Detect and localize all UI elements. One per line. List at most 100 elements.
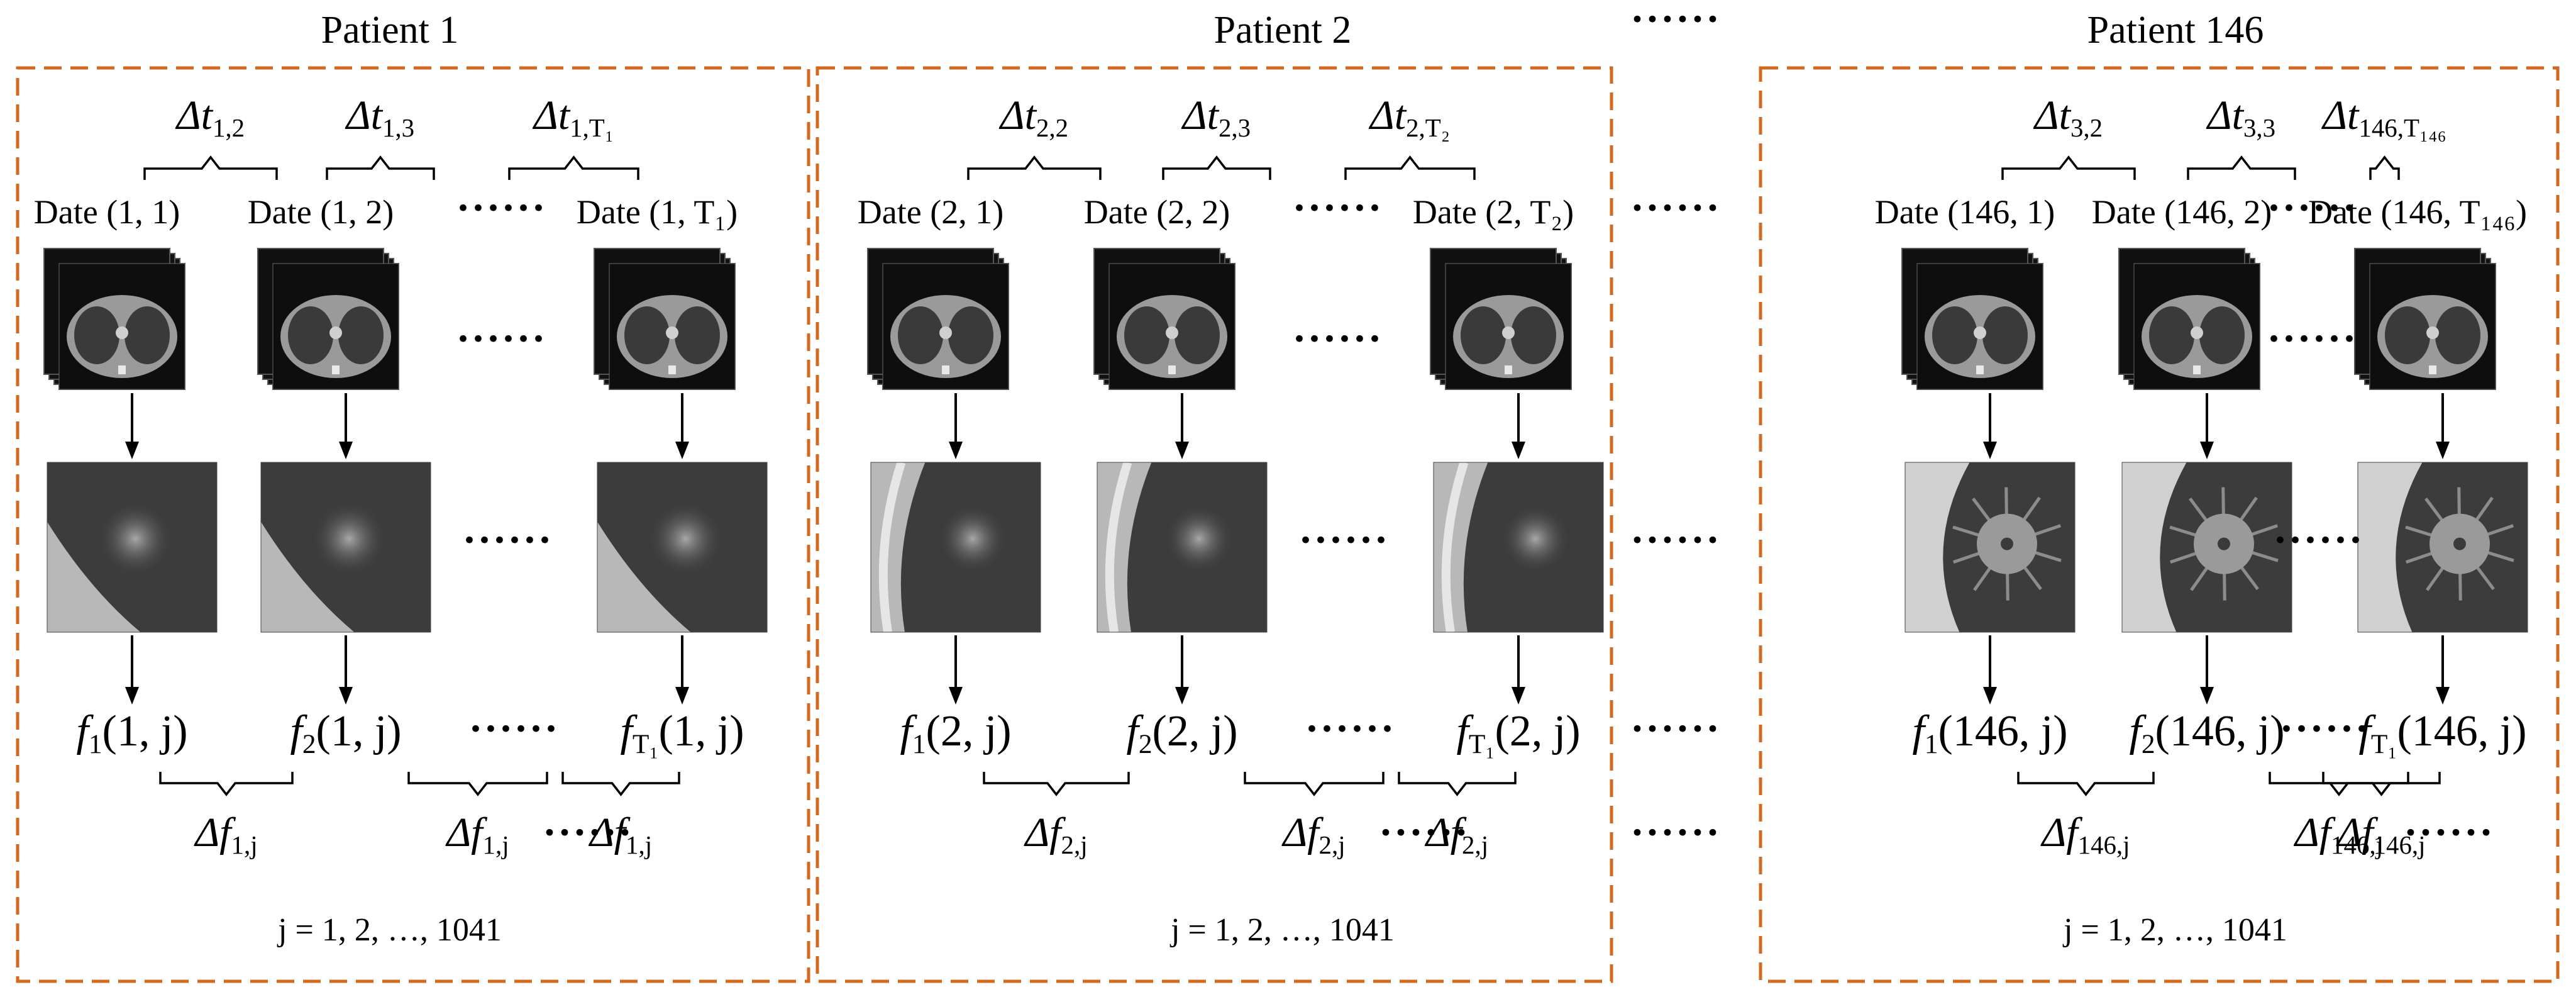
- delta-f-brace: [1244, 772, 1385, 796]
- arrow-down: [1983, 635, 1997, 705]
- lesion-border: [47, 462, 218, 633]
- arrow-down: [1983, 393, 1997, 459]
- delta-f-label: Δf2,j: [1424, 810, 1488, 859]
- arrow-head: [1175, 687, 1189, 705]
- feature-label: f1(1, j): [76, 707, 187, 759]
- ct-scan-stack: [1430, 248, 1572, 390]
- feature-label: f2(1, j): [290, 707, 401, 759]
- ct-left-lung: [1124, 306, 1169, 364]
- ct-right-lung: [1511, 306, 1556, 364]
- ct-scan-stack: [1901, 248, 2043, 390]
- ct-spine: [332, 365, 340, 374]
- chest-wall: [261, 521, 355, 632]
- lesion-border: [870, 462, 1041, 633]
- ct-spine: [1168, 365, 1176, 374]
- arrow-down: [339, 393, 353, 459]
- patient-title: Patient 2: [1214, 9, 1352, 52]
- ct-right-lung: [675, 306, 720, 364]
- arrow-head: [339, 442, 353, 459]
- arrow-down: [949, 393, 963, 459]
- delta-f-label: Δf2,j: [1023, 810, 1087, 859]
- patient-title: Patient 146: [2087, 9, 2264, 52]
- ellipsis-dots: ······: [462, 517, 553, 563]
- ct-left-lung: [2385, 306, 2430, 364]
- patient-ellipsis-dots: ······: [1630, 0, 1721, 42]
- rib: [878, 462, 906, 632]
- lesion-patch: [1433, 462, 1604, 633]
- nodule: [648, 501, 724, 577]
- delta-t-brace: [1162, 155, 1271, 180]
- arrow-head: [1983, 687, 1997, 705]
- delta-t-brace: [2001, 155, 2136, 180]
- ct-left-lung: [1461, 306, 1506, 364]
- delta-t-label: Δt146,T₁₄₆: [2321, 92, 2446, 142]
- arrow-head: [1175, 442, 1189, 459]
- arrow-head: [339, 687, 353, 705]
- delta-t-brace: [2187, 155, 2296, 180]
- lesion-border: [1433, 462, 1604, 633]
- ct-left-lung: [288, 306, 333, 364]
- date-label: Date (2, 1): [858, 193, 1003, 231]
- delta-f-label: Δf1,j: [193, 810, 257, 859]
- patient-ellipsis-dots: ······: [1630, 810, 1721, 855]
- ellipsis-dots: ······: [543, 810, 633, 855]
- date-label: Date (146, 1): [1875, 193, 2055, 231]
- nodule: [311, 501, 387, 577]
- nodule: [1164, 504, 1234, 574]
- patient-ellipsis-dots: ······: [1630, 517, 1721, 563]
- lesion-patch: [1097, 462, 1268, 633]
- lesion-border: [597, 462, 768, 633]
- arrow-head: [2200, 687, 2214, 705]
- delta-f-brace: [561, 772, 680, 796]
- ct-scan-stack: [594, 248, 736, 390]
- lesion-content: [1097, 462, 1267, 632]
- delta-f-label: Δf146,j: [2293, 810, 2383, 859]
- arrow-head: [949, 687, 963, 705]
- ct-mediastinum: [2426, 326, 2439, 339]
- rib: [1441, 462, 1469, 632]
- date-label: Date (1, 1): [34, 193, 180, 231]
- delta-t-label: Δt3,3: [2206, 92, 2275, 142]
- arrow-down: [675, 635, 689, 705]
- ellipsis-dots: ······: [2267, 185, 2357, 231]
- chest-wall: [47, 521, 141, 632]
- ct-spine: [668, 365, 676, 374]
- ellipsis-dots: ······: [456, 185, 546, 231]
- chest-wall: [1905, 462, 1970, 632]
- delta-f-brace: [1398, 772, 1517, 796]
- arrow-head: [675, 442, 689, 459]
- delta-t-label: Δt2,3: [1181, 92, 1251, 142]
- ellipsis-dots: ······: [456, 316, 546, 362]
- ct-scan-stack: [43, 248, 185, 390]
- date-label: Date (1, 2): [248, 193, 394, 231]
- delta-t-label: Δt1,T₁: [532, 92, 614, 142]
- patient-frame: [1759, 66, 2560, 983]
- ct-left-lung: [624, 306, 670, 364]
- delta-t-brace: [1344, 155, 1476, 180]
- ct-scan-stack: [867, 248, 1009, 390]
- date-label: Date (146, T₁₄₆): [2308, 193, 2527, 231]
- lesion-patch: [260, 462, 431, 633]
- lesion-content: [2358, 462, 2528, 632]
- arrow-down: [125, 635, 139, 705]
- ct-right-lung: [338, 306, 384, 364]
- arrow-head: [2200, 442, 2214, 459]
- chest-wall: [2358, 462, 2423, 632]
- delta-f-label: Δf2,j: [1281, 810, 1345, 859]
- ct-spine: [1505, 365, 1512, 374]
- ct-scan-stack: [2118, 248, 2260, 390]
- lesion-patch: [1904, 462, 2076, 633]
- arrow-down: [2200, 635, 2214, 705]
- nodule-core: [2001, 537, 2013, 550]
- lesion-content: [47, 462, 217, 632]
- j-range-label: j = 1, 2, …, 1041: [1169, 912, 1395, 948]
- ct-mediastinum: [1502, 326, 1515, 339]
- delta-f-label: Δf1,j: [445, 810, 509, 859]
- ellipsis-dots: ······: [1379, 810, 1469, 855]
- delta-f-brace: [407, 772, 548, 796]
- ct-mediastinum: [329, 326, 342, 339]
- ct-right-lung: [948, 306, 993, 364]
- arrow-head: [125, 687, 139, 705]
- delta-t-brace: [967, 155, 1102, 180]
